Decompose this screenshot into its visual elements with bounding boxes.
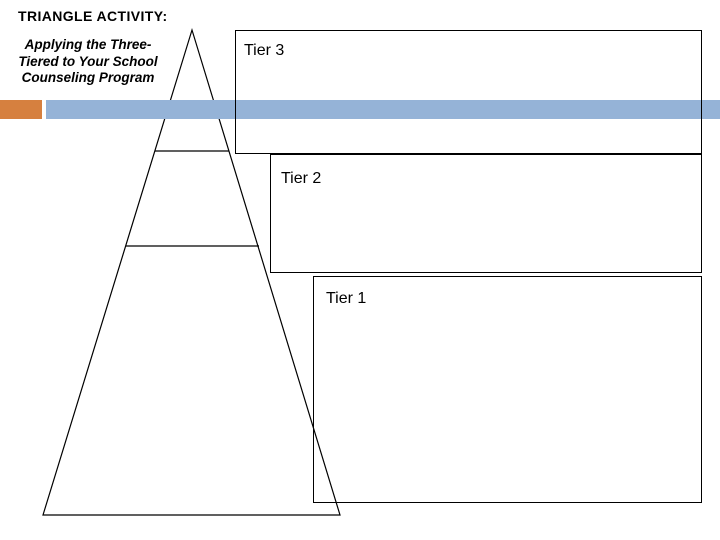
tier2-box: Tier 2 <box>270 154 702 273</box>
slide-subtitle-line: Counseling Program <box>21 70 155 85</box>
accent-bar-blue <box>46 100 720 119</box>
tier1-label: Tier 1 <box>326 290 367 307</box>
slide-title: TRIANGLE ACTIVITY: <box>18 8 168 24</box>
accent-bar-orange <box>0 100 42 119</box>
slide-subtitle: Applying the Three- Tiered to Your Schoo… <box>6 37 170 87</box>
tier3-box: Tier 3 <box>235 30 702 154</box>
slide-subtitle-line: Applying the Three- <box>24 37 152 52</box>
tier3-label: Tier 3 <box>244 42 285 59</box>
triangle-outline <box>42 27 341 516</box>
tier2-label: Tier 2 <box>281 170 322 187</box>
slide-subtitle-line: Tiered to Your School <box>18 53 158 69</box>
tier1-box: Tier 1 <box>313 276 702 503</box>
